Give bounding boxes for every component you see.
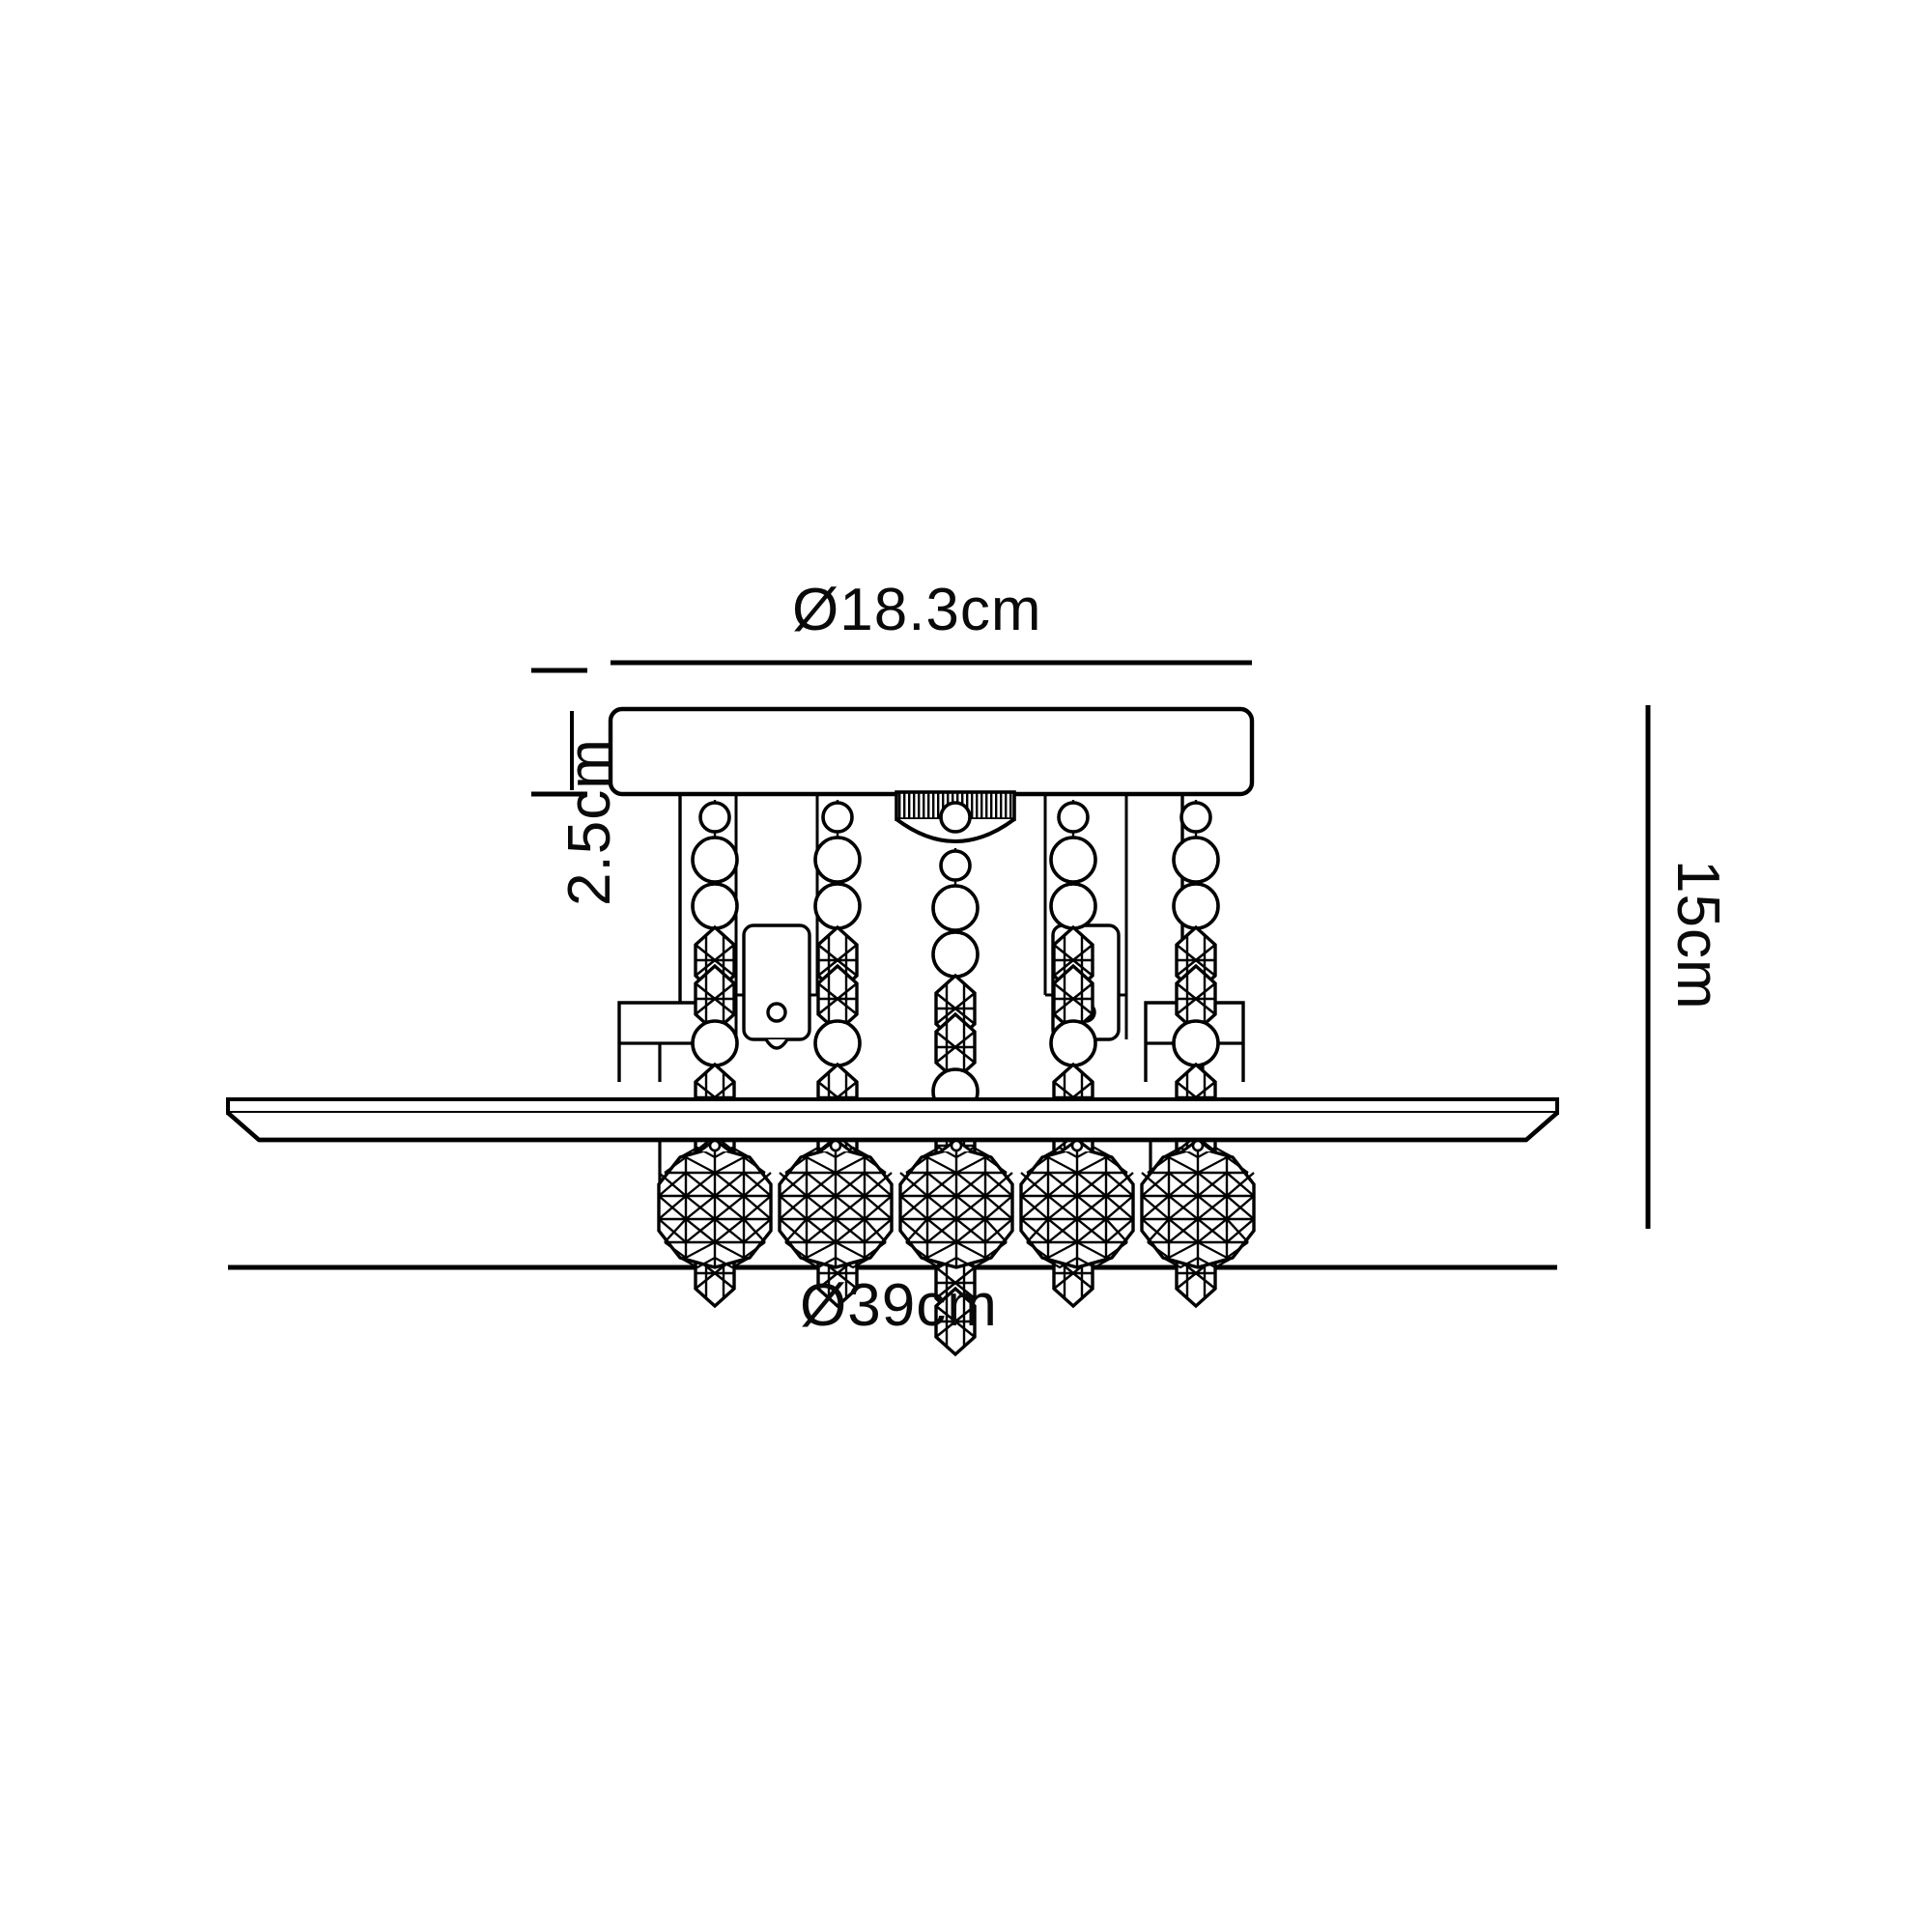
dimension-label-bottom-diameter: Ø39cm xyxy=(800,1272,998,1339)
crystal-ball-2 xyxy=(778,1138,894,1269)
dimension-label-overall-height: 15cm xyxy=(1664,860,1731,1010)
finial-link-bead xyxy=(939,801,972,834)
dimension-label-canopy-height: 2.5cm xyxy=(556,738,623,906)
ceiling-canopy-plate xyxy=(608,706,1255,797)
light-fitting-assembly xyxy=(226,706,1559,1354)
lamp-holder-left xyxy=(742,923,811,1050)
dimension-canopy-height xyxy=(531,668,587,797)
glass-disc xyxy=(226,1097,1559,1143)
crystal-ball-3 xyxy=(898,1138,1014,1269)
dimension-label-top-diameter: Ø18.3cm xyxy=(792,577,1042,643)
crystal-ball-4 xyxy=(1019,1138,1135,1269)
